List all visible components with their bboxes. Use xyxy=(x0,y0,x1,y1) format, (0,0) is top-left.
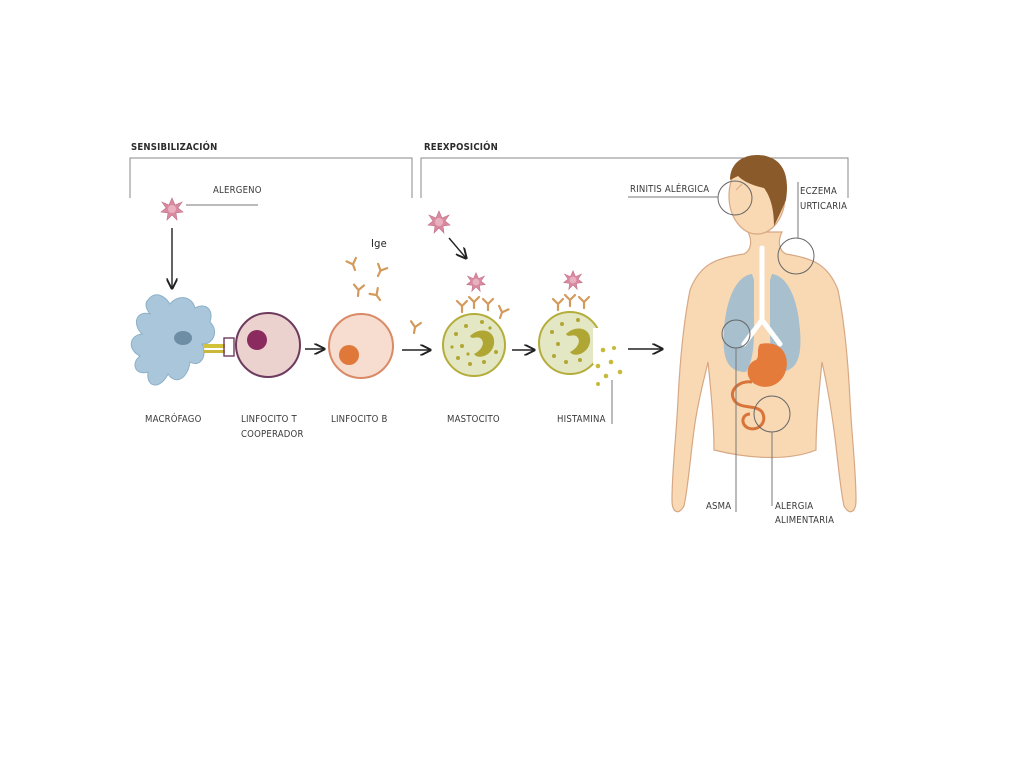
mast-cell xyxy=(442,272,510,377)
allergen-reexposure-icon xyxy=(427,210,451,234)
sensitization-heading: SENSIBILIZACIÓN xyxy=(131,142,218,153)
t-helper-cell xyxy=(235,312,301,378)
antigen-presentation xyxy=(203,337,235,357)
allergen-label: ALERGENO xyxy=(213,185,262,196)
intestine xyxy=(731,380,766,431)
eczema-highlight xyxy=(777,237,815,275)
b-cell xyxy=(328,313,394,379)
macrophage-cell xyxy=(130,294,215,386)
ige-label: Ige xyxy=(371,237,387,250)
degranulating-mast-cell xyxy=(538,270,605,375)
eczema-label-line2: URTICARIA xyxy=(800,201,848,212)
b-cell-label: LINFOCITO B xyxy=(331,414,388,425)
rhinitis-label: RINITIS ALÉRGICA xyxy=(630,184,710,195)
macrophage-label: MACRÓFAGO xyxy=(145,414,202,425)
eczema-label-line1: ECZEMA xyxy=(800,186,838,197)
t-cell-label-line2: COOPERADOR xyxy=(241,429,304,440)
food-allergy-label-line2: ALIMENTARIA xyxy=(775,515,835,526)
sensitization-bracket xyxy=(129,157,413,198)
asthma-label: ASMA xyxy=(706,501,732,512)
stomach xyxy=(747,343,787,387)
arrow-allergen-to-mast xyxy=(448,237,466,258)
histamine-granules xyxy=(595,346,623,386)
rhinitis-highlight xyxy=(717,180,753,216)
t-cell-label-line1: LINFOCITO T xyxy=(241,414,297,425)
food-allergy-label-line1: ALERGIA xyxy=(775,501,814,512)
reexposure-heading: REEXPOSICIÓN xyxy=(424,142,498,153)
mast-cell-label: MASTOCITO xyxy=(447,414,500,425)
histamine-label: HISTAMINA xyxy=(557,414,606,425)
allergen-icon xyxy=(160,197,184,221)
reexposure-bracket xyxy=(420,157,849,198)
